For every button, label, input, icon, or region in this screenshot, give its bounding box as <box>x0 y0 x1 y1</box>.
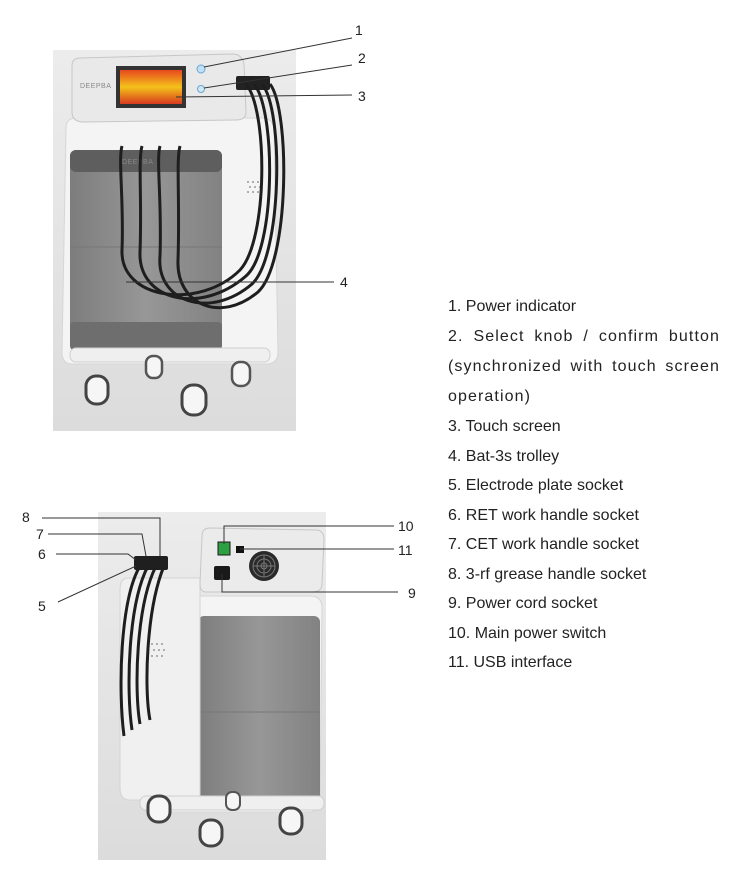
cabinet-top-band <box>70 150 222 172</box>
rear-side-vent <box>151 643 165 657</box>
callout-2: 2 <box>358 50 366 66</box>
legend: 1. Power indicator 2. Select knob / conf… <box>448 292 720 678</box>
rear-handle-cables <box>119 565 166 737</box>
head-brand-label: DEEPBA <box>80 83 111 90</box>
cabinet-panel <box>70 150 222 350</box>
legend-item-4: 4. Bat-3s trolley <box>448 447 560 465</box>
legend-item-10: 10. Main power switch <box>448 624 607 642</box>
rear-handle-sockets <box>134 556 168 570</box>
wheels-front <box>84 354 252 417</box>
handle-cables <box>119 83 286 310</box>
callout-11: 11 <box>398 542 413 558</box>
rear-cabinet-panel <box>198 616 320 800</box>
legend-item-9: 9. Power cord socket <box>448 595 598 612</box>
select-knob[interactable] <box>197 85 205 93</box>
callout-9: 9 <box>408 585 416 601</box>
cabinet-brand-label: DEEPBA <box>122 159 153 166</box>
power-indicator-icon <box>196 64 206 74</box>
legend-item-3: 3. Touch screen <box>448 418 561 435</box>
callout-leaders <box>42 37 398 603</box>
legend-item-5: 5. Electrode plate socket <box>448 477 624 494</box>
callout-5: 5 <box>38 598 46 614</box>
callout-numbers: 1 2 3 4 5 6 7 8 9 10 11 <box>22 22 416 614</box>
callout-3: 3 <box>358 88 366 104</box>
callout-7: 7 <box>36 526 44 542</box>
legend-item-7: 7. CET work handle socket <box>448 536 639 553</box>
cabinet-bottom-band <box>70 322 222 350</box>
callout-10: 10 <box>398 518 414 534</box>
callout-6: 6 <box>38 546 46 562</box>
rear-side-panel <box>119 577 201 801</box>
callout-8: 8 <box>22 509 30 525</box>
wheels-rear <box>146 791 304 848</box>
callout-4: 4 <box>340 274 348 290</box>
power-cord-socket[interactable] <box>214 566 230 580</box>
rear-view <box>98 512 326 860</box>
legend-item-1: 1. Power indicator <box>448 298 577 315</box>
fan-grill-pattern <box>252 554 276 578</box>
trolley-base <box>69 347 271 363</box>
touch-screen[interactable] <box>120 70 182 104</box>
front-view: DEEPBA DEEPBA <box>53 50 296 431</box>
legend-item-2: 2. Select knob / confirm button (synchro… <box>448 328 720 405</box>
legend-item-11: 11. USB interface <box>448 654 573 671</box>
legend-item-8: 8. 3-rf grease handle socket <box>448 565 647 583</box>
callout-1: 1 <box>355 22 363 38</box>
legend-item-6: 6. RET work handle socket <box>448 506 639 524</box>
